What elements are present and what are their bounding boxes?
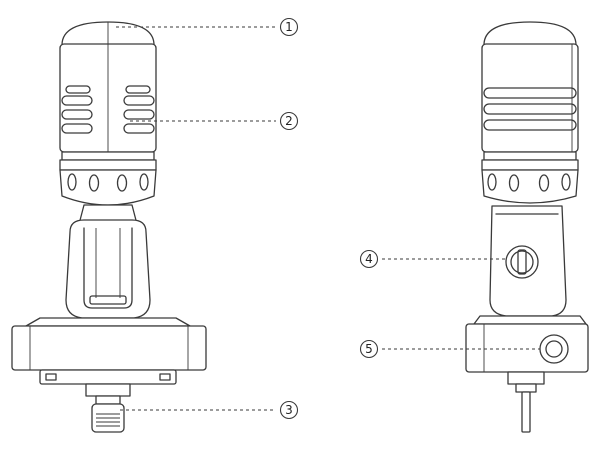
side-head-cap [483, 21, 577, 46]
front-view [11, 21, 207, 433]
front-ring-holes [67, 173, 149, 192]
side-ring-holes [487, 173, 571, 192]
side-grille-slots [483, 87, 577, 131]
callout-5: 5 [359, 339, 540, 359]
callout-5-label: 5 [365, 342, 373, 356]
callout-1-label: 1 [285, 20, 293, 34]
callout-3-label: 3 [285, 403, 293, 417]
side-lightning-connector [521, 391, 531, 433]
callout-2-label: 2 [285, 114, 293, 128]
callout-1: 1 [116, 17, 299, 37]
callout-4-label: 4 [365, 252, 373, 266]
callout-2: 2 [130, 111, 299, 131]
callout-4: 4 [359, 249, 508, 269]
front-grille-slots [61, 85, 155, 134]
side-headphone-jack [539, 334, 569, 364]
side-view [465, 21, 589, 433]
callout-3: 3 [120, 400, 299, 420]
side-knurled-ring [481, 169, 579, 204]
front-yoke [65, 219, 151, 319]
front-base [11, 325, 207, 371]
